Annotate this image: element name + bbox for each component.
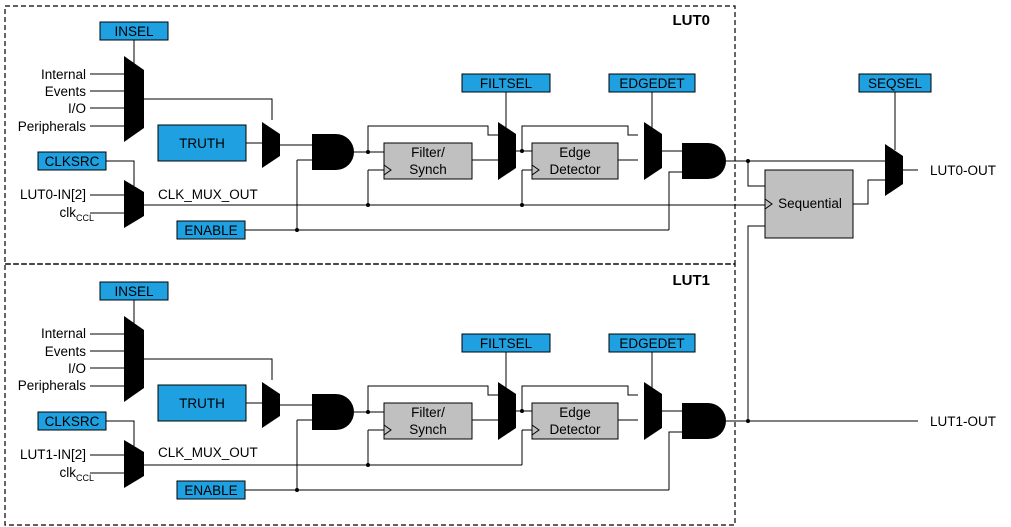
lut0-edge-label-2: Detector [549, 162, 601, 177]
lut0-clk-ccl-sub: CCL [76, 213, 94, 223]
seqsel-label: SEQSEL [868, 76, 923, 91]
lut0-enable-label: ENABLE [184, 223, 237, 238]
lut1-block: LUT1 INSEL Internal Events I/O Periphera… [4, 263, 736, 526]
lut0-input-io: I/O [68, 101, 86, 116]
lut1-truth-label: TRUTH [179, 396, 225, 411]
lut1-clksrc-label: CLKSRC [45, 414, 100, 429]
lut1-edge-mux [644, 382, 662, 440]
lut0-and-gate [312, 134, 354, 170]
lut1-enable-register: ENABLE [176, 480, 246, 500]
lut0-filter-mux [498, 122, 516, 180]
lut0-input-events: Events [45, 84, 87, 99]
lut0-truth-register: TRUTH [157, 124, 247, 162]
lut0-filtsel-label: FILTSEL [480, 76, 533, 91]
lut0-insel-register: INSEL [99, 21, 169, 41]
lut1-output-label: LUT1-OUT [930, 414, 996, 429]
lut1-filter-mux [498, 382, 516, 440]
sequential-block: Sequential [764, 169, 854, 239]
lut0-edge-detector: Edge Detector [531, 142, 619, 180]
lut0-clk-input: LUT0-IN[2] [20, 187, 86, 202]
lut1-clk-input: LUT1-IN[2] [20, 447, 86, 462]
lut1-edge-label-2: Detector [549, 422, 601, 437]
lut0-clksrc-register: CLKSRC [37, 151, 107, 171]
lut0-title: LUT0 [673, 12, 711, 29]
lut0-filter-label-2: Synch [409, 162, 447, 177]
lut1-filtsel-label: FILTSEL [480, 336, 533, 351]
lut0-frame [4, 5, 736, 265]
lut0-edgedet-register: EDGEDET [608, 73, 696, 93]
lut1-filter-label-1: Filter/ [411, 405, 445, 420]
sequential-section: Sequential SEQSEL LUT0-OUT LUT1-OUT [726, 73, 996, 429]
lut1-input-internal: Internal [41, 326, 86, 341]
lut1-input-mux [124, 316, 144, 402]
lut1-filter-label-2: Synch [409, 422, 447, 437]
lut1-output-and-gate [682, 403, 726, 439]
lut1-insel-label: INSEL [114, 284, 154, 299]
lut1-clk-ccl: clk [60, 465, 77, 480]
lut0-edge-mux [644, 122, 662, 180]
lut0-truth-mux [262, 122, 280, 168]
lut0-clk-mux [124, 180, 144, 228]
lut1-clk-ccl-sub: CCL [76, 473, 94, 483]
lut0-output-label: LUT0-OUT [930, 163, 996, 178]
lut1-edge-label-1: Edge [559, 405, 591, 420]
lut0-output-and-gate [682, 143, 726, 179]
seqsel-register: SEQSEL [858, 73, 932, 93]
lut1-clk-mux-out-label: CLK_MUX_OUT [158, 445, 258, 460]
lut1-edge-detector: Edge Detector [531, 402, 619, 440]
lut1-clksrc-register: CLKSRC [37, 411, 107, 431]
lut1-edgedet-label: EDGEDET [619, 336, 684, 351]
lut1-truth-register: TRUTH [157, 384, 247, 422]
sequential-label: Sequential [778, 196, 842, 211]
lut1-truth-mux [262, 382, 280, 428]
lut1-and-gate [312, 394, 354, 430]
lut0-clk-ccl: clk [60, 205, 77, 220]
lut1-insel-register: INSEL [99, 281, 169, 301]
lut1-input-peripherals: Peripherals [18, 378, 87, 393]
lut0-truth-label: TRUTH [179, 136, 225, 151]
lut0-input-peripherals: Peripherals [18, 119, 87, 134]
lut0-filtsel-register: FILTSEL [461, 73, 551, 93]
lut0-insel-label: INSEL [114, 24, 154, 39]
lut1-enable-label: ENABLE [184, 483, 237, 498]
lut1-frame [4, 263, 736, 526]
lut0-filter-synch: Filter/ Synch [383, 142, 473, 180]
lut0-block: LUT0 INSEL Internal Events I/O Periphera… [4, 5, 765, 265]
lut0-edgedet-label: EDGEDET [619, 76, 684, 91]
lut1-input-events: Events [45, 344, 87, 359]
lut1-input-io: I/O [68, 361, 86, 376]
lut0-input-mux [124, 56, 144, 142]
lut0-clk-mux-out-label: CLK_MUX_OUT [158, 187, 258, 202]
lut1-edgedet-register: EDGEDET [608, 333, 696, 353]
lut0-filter-label-1: Filter/ [411, 145, 445, 160]
lut1-clk-mux [124, 440, 144, 488]
lut0-enable-register: ENABLE [176, 220, 246, 240]
lut0-clksrc-label: CLKSRC [45, 154, 100, 169]
seqsel-mux [885, 144, 903, 196]
lut1-title: LUT1 [673, 272, 711, 289]
lut1-filtsel-register: FILTSEL [461, 333, 551, 353]
lut1-filter-synch: Filter/ Synch [383, 402, 473, 440]
lut0-input-internal: Internal [41, 67, 86, 82]
lut0-edge-label-1: Edge [559, 145, 591, 160]
